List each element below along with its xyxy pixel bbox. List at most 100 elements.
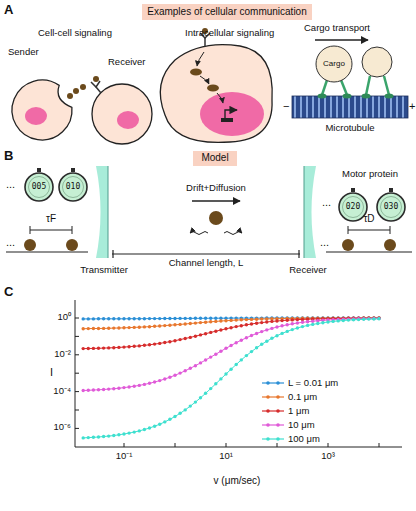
data-point bbox=[367, 317, 370, 320]
data-point bbox=[219, 328, 222, 331]
data-point bbox=[275, 319, 278, 322]
data-point bbox=[87, 327, 90, 330]
data-point bbox=[301, 325, 304, 328]
data-point bbox=[240, 324, 243, 327]
data-point bbox=[199, 333, 202, 336]
data-point bbox=[122, 432, 125, 435]
data-point bbox=[245, 323, 248, 326]
cell-nucleus bbox=[200, 92, 264, 136]
data-point bbox=[163, 420, 166, 423]
legend-swatch bbox=[261, 420, 285, 430]
motor-head bbox=[343, 94, 352, 99]
data-point bbox=[138, 344, 141, 347]
data-point bbox=[133, 345, 136, 348]
data-point bbox=[229, 319, 232, 322]
data-point bbox=[148, 343, 151, 346]
data-point bbox=[143, 317, 146, 320]
panel-heading: Intracellular signaling bbox=[185, 27, 274, 38]
data-point bbox=[311, 323, 314, 326]
process-label: Drift+Diffusion bbox=[171, 182, 261, 193]
data-point bbox=[291, 318, 294, 321]
data-point bbox=[143, 325, 146, 328]
data-point bbox=[362, 318, 365, 321]
data-point bbox=[153, 380, 156, 383]
data-point bbox=[270, 320, 273, 323]
receptor bbox=[204, 38, 206, 46]
data-point bbox=[92, 436, 95, 439]
swatch-point bbox=[276, 437, 280, 441]
stopwatch-crown bbox=[71, 168, 75, 172]
data-point bbox=[148, 382, 151, 385]
data-point bbox=[117, 387, 120, 390]
data-point bbox=[337, 319, 340, 322]
legend-text: 1 μm bbox=[288, 405, 309, 416]
data-point bbox=[235, 325, 238, 328]
data-point bbox=[331, 320, 334, 323]
data-point bbox=[168, 317, 171, 320]
node-text: Transmitter bbox=[74, 264, 134, 275]
data-point bbox=[342, 319, 345, 322]
data-point bbox=[102, 346, 105, 349]
node-text: Examples of cellular communication bbox=[142, 6, 312, 18]
data-curve bbox=[83, 319, 379, 438]
interval-label: τD bbox=[354, 213, 384, 225]
wall-shape bbox=[96, 166, 108, 258]
stopwatch: 005 bbox=[24, 168, 54, 202]
data-point bbox=[224, 319, 227, 322]
data-point bbox=[143, 344, 146, 347]
tick-label: 10³ bbox=[308, 450, 348, 461]
data-point bbox=[372, 317, 375, 320]
x-tick bbox=[124, 443, 125, 447]
data-point bbox=[184, 337, 187, 340]
data-point bbox=[372, 316, 375, 319]
data-point bbox=[87, 436, 90, 439]
data-point bbox=[229, 326, 232, 329]
data-point bbox=[122, 345, 125, 348]
cargo-circle: Cargo bbox=[315, 45, 353, 83]
data-point bbox=[102, 388, 105, 391]
node-text: 020 bbox=[338, 202, 368, 212]
data-point bbox=[107, 317, 110, 320]
data-point bbox=[357, 317, 360, 320]
ellipsis: ... bbox=[6, 178, 15, 191]
data-point bbox=[199, 321, 202, 324]
data-point bbox=[194, 335, 197, 338]
receptor bbox=[91, 81, 100, 87]
data-curve bbox=[83, 318, 379, 349]
signal-protein bbox=[190, 69, 202, 76]
data-point bbox=[178, 323, 181, 326]
legend-swatch bbox=[261, 378, 285, 388]
data-point bbox=[168, 418, 171, 421]
legend-text: L = 0.01 μm bbox=[288, 377, 338, 388]
data-point bbox=[270, 316, 273, 319]
axis-title: v (μm/sec) bbox=[187, 475, 287, 487]
part-label: Motor protein bbox=[342, 168, 398, 179]
data-point bbox=[219, 319, 222, 322]
data-point bbox=[372, 317, 375, 320]
data-point bbox=[163, 341, 166, 344]
cargo-circle bbox=[362, 47, 392, 77]
title-band: Model bbox=[193, 151, 237, 166]
data-point bbox=[260, 321, 263, 324]
data-point bbox=[199, 317, 202, 320]
tick-label: 10⁻⁴ bbox=[31, 385, 71, 396]
data-point bbox=[189, 404, 192, 407]
data-point bbox=[87, 389, 90, 392]
data-point bbox=[107, 387, 110, 390]
swatch-point bbox=[276, 423, 280, 427]
stopwatch-crown bbox=[351, 188, 355, 192]
data-point bbox=[265, 317, 268, 320]
data-point bbox=[377, 316, 380, 319]
data-point bbox=[112, 434, 115, 437]
stopwatch-face bbox=[339, 193, 367, 221]
cargo-shape bbox=[316, 46, 352, 82]
connector-line bbox=[112, 253, 300, 254]
data-point bbox=[245, 336, 248, 339]
stopwatch-crown bbox=[389, 188, 393, 192]
data-point bbox=[291, 322, 294, 325]
data-point bbox=[240, 339, 243, 342]
data-point bbox=[153, 317, 156, 320]
data-point bbox=[280, 332, 283, 335]
data-point bbox=[82, 327, 85, 330]
